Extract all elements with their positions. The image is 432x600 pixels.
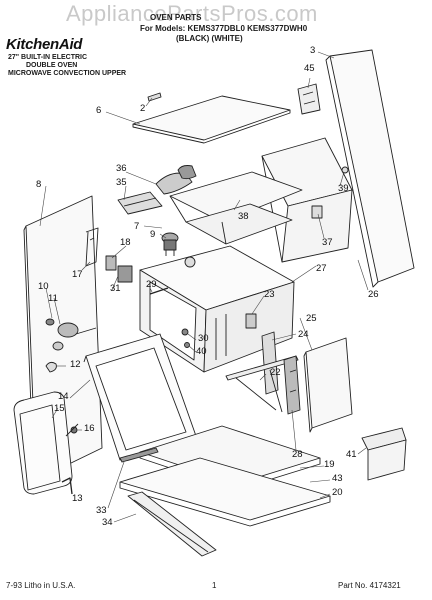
bracket-45 [297, 83, 321, 115]
callout-13: 13 [72, 493, 83, 504]
subtitle-line-1: 27" BUILT-IN ELECTRIC [8, 54, 88, 61]
callout-22: 22 [270, 367, 281, 378]
hinge-28 [283, 355, 301, 415]
callout-36: 36 [116, 163, 127, 174]
blower-duct [117, 165, 197, 215]
hinge-bracket [225, 331, 299, 413]
callout-19: 19 [324, 459, 335, 470]
model-line: For Models: KEMS377DBL0 KEMS377DWH0 [140, 24, 308, 33]
subtitle-line-2: DOUBLE OVEN [26, 62, 78, 69]
callout-2: 2 [140, 103, 146, 114]
callout-37: 37 [322, 237, 333, 248]
callout-8: 8 [36, 179, 42, 190]
light-assembly [45, 318, 97, 351]
back-panel [325, 49, 415, 288]
callout-40: 40 [196, 346, 207, 357]
sensor-29 [149, 287, 169, 295]
leader-lines [39, 51, 369, 523]
callout-12: 12 [70, 359, 81, 370]
inner-top-plate [169, 171, 303, 245]
callout-11: 11 [48, 293, 58, 304]
thermostat-9 [161, 232, 179, 256]
callout-26: 26 [368, 289, 379, 300]
vent-33 [119, 447, 159, 463]
callout-3: 3 [310, 45, 316, 56]
callout-15: 15 [54, 403, 65, 414]
callout-7: 7 [134, 221, 140, 232]
callout-9: 9 [150, 229, 156, 240]
relay-31 [117, 265, 133, 283]
callout-31: 31 [110, 283, 121, 294]
callout-35: 35 [116, 177, 127, 188]
page-title: OVEN PARTS [150, 13, 202, 22]
footer-part-number: Part No. 4174321 [338, 581, 401, 590]
callout-27: 27 [316, 263, 327, 274]
side-panel-25 [303, 337, 353, 433]
callout-17: 17 [72, 269, 83, 280]
lamp-12 [45, 361, 57, 373]
subtitle-line-3: MICROWAVE CONVECTION UPPER [8, 70, 127, 77]
door-stop-13 [61, 477, 73, 495]
callout-25: 25 [306, 313, 317, 324]
callout-41: 41 [346, 449, 357, 460]
callout-16: 16 [84, 423, 95, 434]
bracket-2 [147, 92, 162, 102]
callout-45: 45 [304, 63, 315, 74]
callout-18: 18 [120, 237, 131, 248]
callout-28: 28 [292, 449, 303, 460]
callout-34: 34 [102, 517, 113, 528]
callout-43: 43 [332, 473, 343, 484]
top-panel [132, 95, 291, 144]
door-seal [13, 391, 79, 495]
callout-6: 6 [96, 105, 102, 116]
door-frame [83, 333, 197, 461]
callout-39: 39 [338, 183, 349, 194]
bracket-17 [85, 227, 99, 267]
callout-29: 29 [146, 279, 157, 290]
color-line: (BLACK) (WHITE) [176, 34, 243, 43]
footer-litho: 7-93 Litho in U.S.A. [6, 581, 76, 590]
part-40 [184, 342, 190, 348]
callout-33: 33 [96, 505, 107, 516]
brand-logo: KitchenAid [6, 36, 83, 53]
bracket-41 [361, 427, 407, 481]
footer-page-number: 1 [212, 581, 217, 590]
part-30 [181, 328, 189, 336]
callout-24: 24 [298, 329, 309, 340]
callout-23: 23 [264, 289, 275, 300]
callout-10: 10 [38, 281, 49, 292]
trim-34 [127, 491, 217, 557]
bracket-23 [245, 313, 257, 329]
callout-38: 38 [238, 211, 249, 222]
callout-20: 20 [332, 487, 343, 498]
callout-30: 30 [198, 333, 209, 344]
switch-18 [105, 255, 117, 271]
watermark: AppliancePartsPros.com [66, 1, 318, 26]
rail-20 [119, 482, 331, 527]
callout-14: 14 [58, 391, 69, 402]
